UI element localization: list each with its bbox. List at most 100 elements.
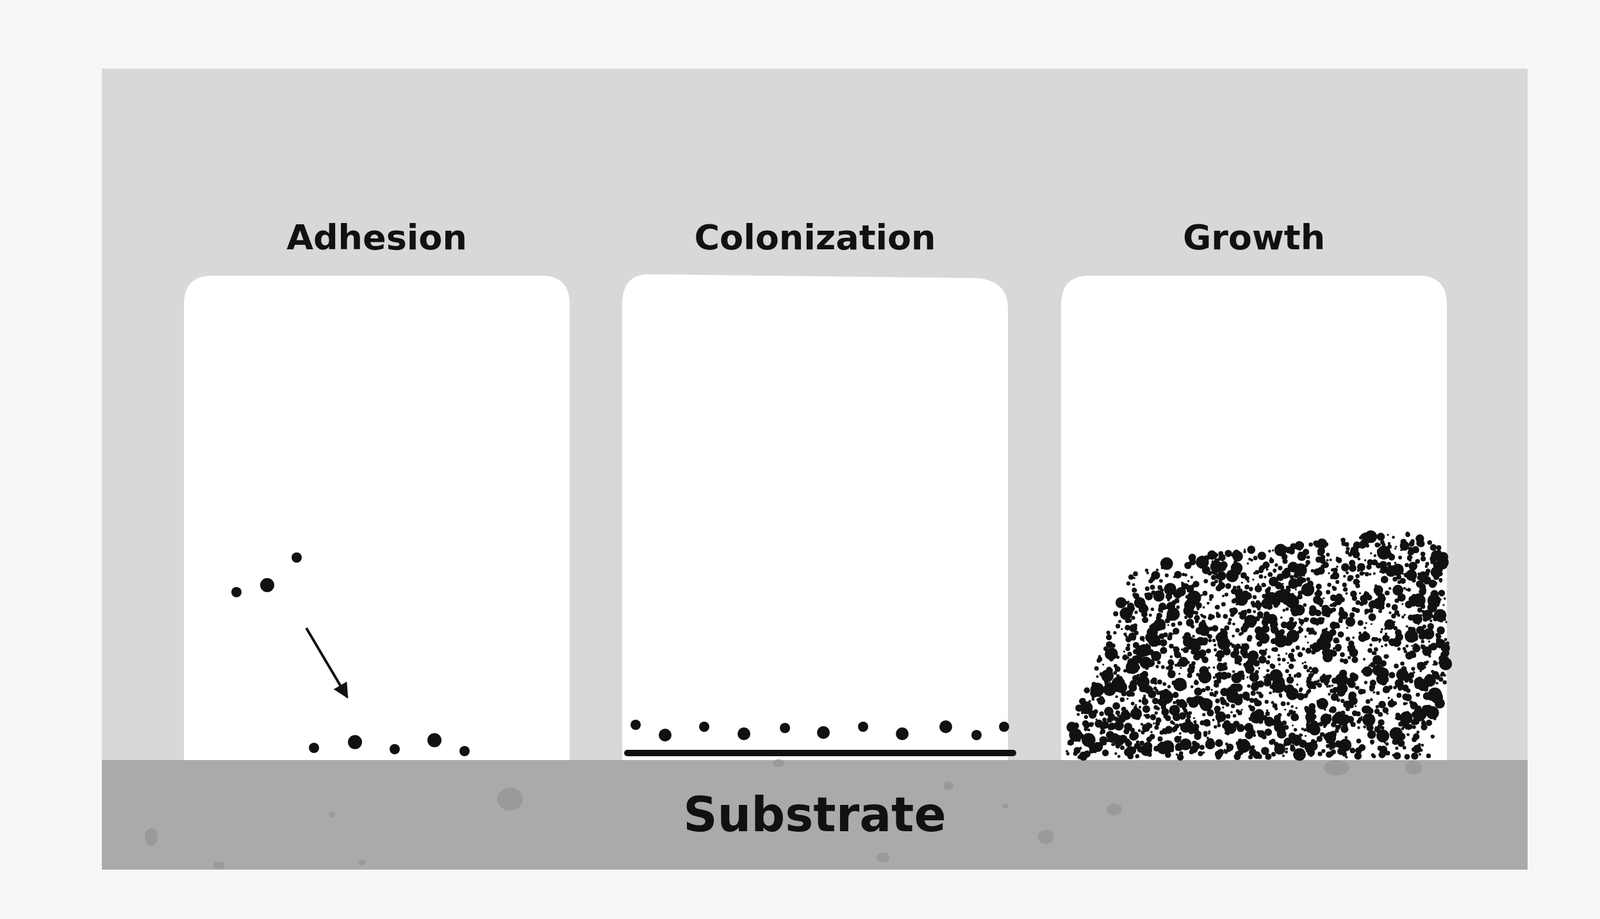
cell-dot	[1113, 631, 1117, 635]
cell-dot	[1300, 754, 1304, 758]
cell-dot	[1382, 706, 1390, 714]
cell-dot	[1394, 545, 1397, 548]
cell-dot	[1298, 739, 1308, 748]
cell-dot	[1369, 697, 1374, 702]
cell-dot	[1353, 595, 1356, 598]
cell-dot	[1287, 564, 1291, 568]
cell-dot	[1384, 643, 1386, 646]
cell-dot	[1134, 610, 1138, 614]
cell-dot	[1214, 579, 1219, 584]
cell-dot	[1135, 754, 1140, 759]
cell-dot	[1185, 613, 1188, 616]
cell-dot	[1116, 655, 1120, 659]
cell-dot	[1190, 649, 1196, 655]
cell-dot	[1273, 570, 1276, 573]
cell-dot	[1212, 693, 1217, 698]
cell-dot	[1274, 706, 1278, 710]
cell-dot	[1378, 752, 1385, 759]
cell-dot	[1302, 661, 1304, 664]
cell-dot	[1318, 639, 1323, 644]
cell-dot	[1366, 724, 1374, 732]
cell-dot	[1355, 599, 1361, 605]
cell-dot	[1277, 657, 1281, 662]
cell-dot	[1246, 624, 1249, 627]
cell-dot	[1335, 624, 1340, 629]
cell-dot	[1113, 663, 1118, 668]
cell-dot	[1250, 683, 1260, 692]
cell-dot	[1442, 680, 1447, 685]
cell-dot	[1190, 624, 1195, 629]
cell-dot	[1438, 577, 1443, 582]
cell-dot	[1269, 558, 1275, 564]
cell-dot	[1432, 663, 1435, 666]
cell-dot	[1220, 696, 1225, 702]
cell-dot	[1334, 673, 1348, 687]
cell-dot	[1264, 699, 1269, 704]
cell-dot	[1128, 632, 1137, 641]
cell-dot	[1417, 742, 1421, 746]
cell-dot	[1143, 741, 1153, 751]
cell-dot	[1264, 584, 1267, 587]
cell-dot	[1199, 668, 1205, 674]
cell-dot	[1211, 574, 1217, 580]
cell-dot	[1167, 624, 1170, 627]
cell-dot	[1362, 658, 1366, 661]
cell-dot	[1423, 666, 1427, 669]
cell-dot	[1362, 666, 1373, 677]
cell-dot	[1230, 710, 1233, 714]
cell-dot	[1187, 579, 1190, 582]
cell-dot	[1359, 592, 1361, 594]
cell-dot	[1387, 696, 1391, 700]
cell-dot	[1355, 685, 1360, 690]
cell-dot	[1386, 533, 1389, 536]
cell-dot	[1096, 658, 1101, 663]
cell-dot	[1253, 555, 1258, 561]
cell-dot	[1421, 604, 1426, 609]
cell-dot	[1393, 620, 1396, 623]
cell-dot	[1286, 661, 1289, 664]
cell-dot	[1430, 544, 1438, 552]
cell-dot	[1286, 712, 1291, 717]
cell-dot	[1306, 617, 1310, 621]
cell-dot	[1290, 565, 1294, 568]
cell-dot	[1184, 573, 1188, 577]
cell-dot	[1272, 568, 1277, 573]
cell-dot	[1302, 647, 1306, 651]
cell-dot	[1401, 666, 1408, 673]
cell-dot	[1293, 572, 1299, 578]
cell-dot	[1284, 750, 1288, 754]
cell-dot	[1179, 667, 1182, 669]
cell-dot	[1155, 717, 1162, 724]
cell-dot	[1290, 743, 1295, 749]
cell-dot	[1150, 607, 1155, 611]
cell-dot	[1093, 709, 1099, 714]
cell-dot	[1154, 725, 1159, 730]
cell-dot	[1150, 576, 1156, 582]
cell-dot	[1289, 579, 1297, 588]
cell-dot	[1109, 657, 1114, 662]
cell-dot	[1380, 627, 1384, 631]
cell-dot	[1274, 563, 1278, 567]
cell-dot	[1245, 625, 1249, 629]
cell-dot	[1246, 684, 1251, 689]
cell-dot	[1083, 722, 1090, 729]
cell-dot	[1428, 654, 1431, 658]
cell-dot	[1397, 647, 1401, 651]
cell-dot	[1280, 701, 1287, 707]
cell-dot	[1162, 681, 1167, 686]
cell-dot	[1439, 598, 1442, 602]
cell-dot	[1107, 713, 1115, 721]
cell-dot	[1366, 564, 1372, 570]
colonization-layer	[627, 719, 1014, 753]
cell-dot	[1378, 700, 1386, 709]
cell-dot	[1380, 576, 1389, 584]
cell-dot	[1258, 655, 1267, 664]
cell-dot	[1282, 545, 1288, 552]
cell-dot	[1277, 565, 1283, 571]
cell-dot	[1406, 733, 1410, 737]
cell-dot	[1126, 697, 1129, 700]
cell-dot	[1415, 704, 1419, 708]
cell-dot	[1206, 601, 1210, 605]
cell-dot	[1336, 565, 1338, 568]
cell-dot	[1153, 686, 1158, 691]
